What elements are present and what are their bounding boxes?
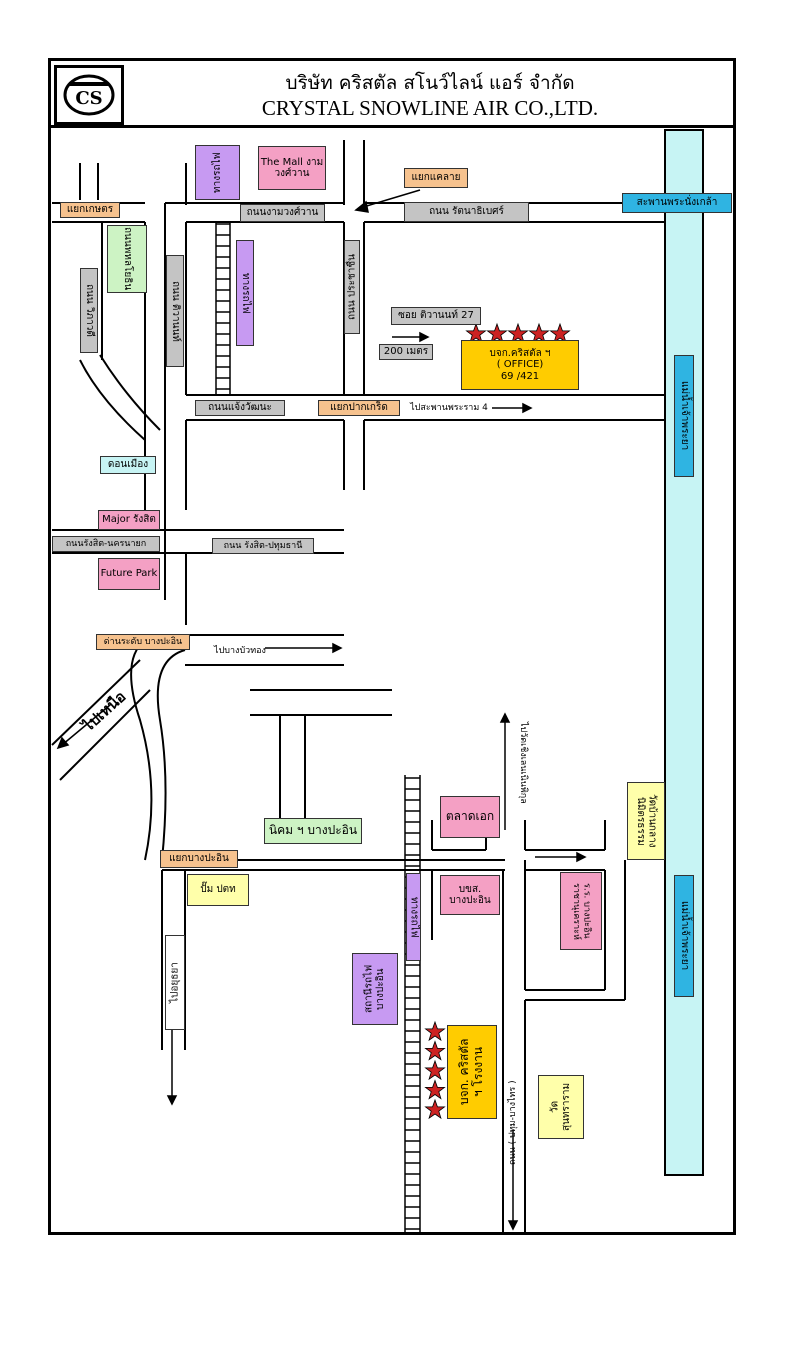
map-frame [48,58,736,1235]
railway-label-bottom: ทางรถไฟ [406,873,421,961]
svg-text:CS: CS [75,88,102,109]
yaek-bang-pa-in-label: แยกบางปะอิน [160,850,238,868]
chaengwattana-road-label: ถนนแจ้งวัฒนะ [195,400,285,416]
ngamwongwan-road-label: ถนนงามวงศ์วาน [240,204,325,222]
soi-tiwanon-27-label: ซอย ติวานนท์ 27 [391,307,481,325]
yaek-khlai-label: แยกแคลาย [404,168,468,188]
rattanathibet-road-label: ถนน รัตนาธิเบศร์ [404,202,529,222]
yaek-pak-kret-label: แยกปากเกร็ด [318,400,400,416]
chao-phraya-river-label-bottom: แม่น้ำเจ้าพระยา [674,875,694,997]
distance-200m-label: 200 เมตร [379,344,433,360]
tiwanon-road-label-west: ถนน ติวานนท์ [166,255,184,367]
future-park-label: Future Park [98,558,160,590]
the-mall-ngamwongwan: The Mall งาม วงศ์วาน [258,146,326,190]
bang-pa-in-industrial-estate: นิคม ฯ บางปะอิน [264,818,362,844]
factory-star-icon [424,1020,446,1042]
office-star-icon [549,322,571,344]
ptt-station-label: ปั๊ม ปตท [187,874,249,906]
rangsit-nakhonnayok-road-label: ถนนรังสิต-นครนายก [52,536,160,552]
direction-bang-bua-thong: ไปบางบัวทอง [214,645,266,656]
talad-aek-label: ตลาดเอก [440,796,500,838]
header-divider [48,125,736,128]
bang-pa-in-bus-station: บขส. บางปะอิน [440,875,500,915]
nang-klao-bridge-label: สะพานพระนั่งเกล้า [622,193,732,213]
star-markers [424,322,571,1120]
office-star-icon [486,322,508,344]
company-logo: CS [54,65,124,125]
bang-pa-in-railway-station: สถานีรถไฟ บางปะอิน [352,953,398,1025]
factory-star-icon [424,1040,446,1061]
chao-phraya-river-label-top: แม่น้ำเจ้าพระยา [674,355,694,477]
company-title-thai: บริษัท คริสตัล สโนว์ไลน์ แอร์ จำกัด [285,72,575,94]
office-star-icon [507,322,529,344]
office-star-icon [465,322,487,344]
factory-star-icon [424,1098,446,1120]
major-rangsit-label: Major รังสิต [98,510,160,530]
phahonyothin-road-label: ถนนพหลโยธิน [107,225,147,293]
company-logo-icon: CS [63,74,115,116]
bang-pa-in-school: ร.ร. บางปะอิน ราชานุเคราะห์ [560,872,602,950]
factory-location-box: บจก. คริสตัล ฯ โรงงาน [447,1025,497,1119]
bang-pa-in-toll-label: ด่านระดับ บางปะอิน [96,634,190,650]
rangsit-pathum-road-label: ถนน รังสิต-ปทุมธานี [212,538,314,554]
direction-rama4-bridge: ไปสะพานพระราม 4 [410,402,488,413]
prachachuen-road-label: ถนน ประชาชื่น [344,240,360,334]
railway-label-top: ทางรถไฟ [195,145,240,200]
factory-star-icon [424,1059,446,1081]
vibhavadi-road-label: ถนน วิภาวดี [80,268,98,353]
yaek-kaset-label: แยกเกษตร [60,202,120,218]
pathum-bangsai-road-label: ถนน ( ปทุม-บางไทร ) [507,1080,518,1165]
don-mueang-label: ดอนเมือง [100,456,156,474]
wat-ban-klang-label: วัดบ้านกลาง นิมิตรธรรม [627,782,665,860]
office-location-box: บจก.คริสตัล ฯ ( OFFICE) 69 /421 [461,340,579,390]
factory-star-icon [424,1079,446,1100]
wat-sunthararam-label: วัด สุนทราราม [538,1075,584,1139]
river [664,129,704,1176]
company-title-english: CRYSTAL SNOWLINE AIR CO.,LTD. [261,96,599,120]
direction-temple-road: ไปวัดเชิงเลนเนินพิกุล [518,721,529,804]
direction-ayutthaya: ไปอยุธยา [165,935,185,1030]
railway-label-mid: ทางรถไฟ [236,240,254,346]
office-star-icon [528,322,550,344]
